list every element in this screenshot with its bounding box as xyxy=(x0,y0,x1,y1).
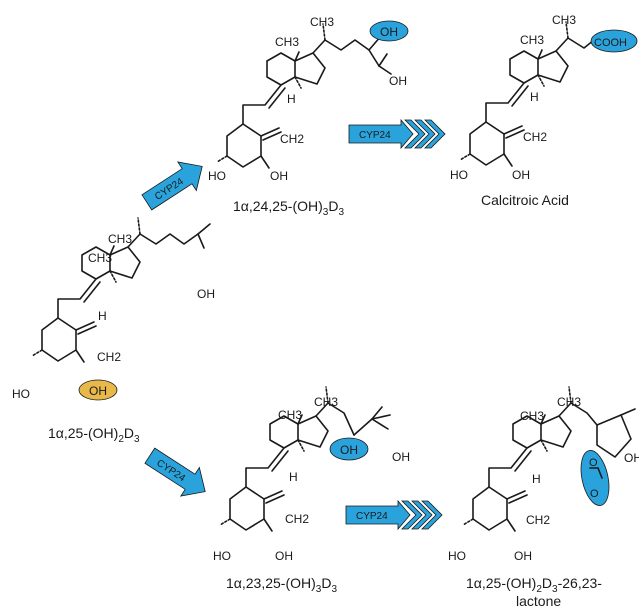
ch3-label: CH3 xyxy=(275,35,299,49)
oh-label: OH xyxy=(197,287,215,301)
ch3-label: CH3 xyxy=(314,395,338,409)
ho-label: HO xyxy=(208,169,226,183)
cooh-label: COOH xyxy=(594,37,627,49)
caption-23-hydroxy: 1α,23,25-(OH)3D3 xyxy=(226,575,337,595)
ho-label: HO xyxy=(213,549,231,563)
oh-label: OH xyxy=(392,450,410,464)
ch3-label: CH3 xyxy=(552,13,576,27)
oh-label: OH xyxy=(270,169,288,183)
oh-label: OH xyxy=(389,74,407,88)
caption-lactone-line2: lactone xyxy=(516,593,561,609)
ch3-label: CH3 xyxy=(557,395,581,409)
oh-label: OH xyxy=(624,451,639,465)
arrow-cyp24-multistep-bottom: CYP24 xyxy=(345,499,443,531)
ho-label: HO xyxy=(12,387,30,401)
ch3-label: CH3 xyxy=(88,251,112,265)
structure-24-hydroxy xyxy=(216,23,392,169)
oh-highlight-orange xyxy=(78,379,118,401)
arrow-cyp24-up: CYP24 xyxy=(141,161,203,211)
lactone-highlight-blue xyxy=(580,450,610,506)
cooh-highlight-blue xyxy=(590,29,638,53)
structure-lactone xyxy=(462,386,636,532)
oh-label: OH xyxy=(275,549,293,563)
caption-lactone: 1α,25-(OH)2D3-26,23- xyxy=(466,575,602,595)
enzyme-label: CYP24 xyxy=(356,511,388,522)
ch2-label: CH2 xyxy=(285,512,309,526)
ch3-label: CH3 xyxy=(278,408,302,422)
ch3-label: CH3 xyxy=(310,15,334,29)
enzyme-label: CYP24 xyxy=(359,130,391,141)
structure-calcitroic-acid xyxy=(459,21,595,167)
oh-highlight-blue xyxy=(329,437,369,461)
h-label: H xyxy=(289,470,298,484)
caption-24-hydroxy: 1α,24,25-(OH)3D3 xyxy=(233,198,344,218)
structure-calcitriol xyxy=(31,217,211,363)
h-label: H xyxy=(287,92,296,106)
oh-label: OH xyxy=(89,384,107,398)
ch2-label: CH2 xyxy=(280,132,304,146)
arrow-cyp24-multistep-top: CYP24 xyxy=(348,118,446,150)
ch3-label: CH3 xyxy=(108,232,132,246)
ch3-label: CH3 xyxy=(520,409,544,423)
ho-label: HO xyxy=(450,168,468,182)
structure-23-hydroxy xyxy=(219,386,391,532)
h-label: H xyxy=(532,472,541,486)
arrow-cyp24-down: CYP24 xyxy=(144,447,206,497)
caption-calcitroic-acid: Calcitroic Acid xyxy=(481,192,569,208)
o-label: O xyxy=(589,457,598,469)
o-label: O xyxy=(590,488,599,500)
lactone-bond-mark xyxy=(589,467,603,479)
ch2-label: CH2 xyxy=(526,513,550,527)
oh-label: OH xyxy=(340,443,358,457)
ho-label: HO xyxy=(448,549,466,563)
ch3-label: CH3 xyxy=(520,33,544,47)
h-label: H xyxy=(530,90,539,104)
caption-calcitriol: 1α,25-(OH)2D3 xyxy=(48,425,140,445)
ch2-label: CH2 xyxy=(523,130,547,144)
oh-label: OH xyxy=(380,25,398,39)
oh-highlight-blue xyxy=(369,20,409,42)
h-label: H xyxy=(98,309,107,323)
oh-label: OH xyxy=(512,168,530,182)
oh-label: OH xyxy=(514,549,532,563)
ch2-label: CH2 xyxy=(97,350,121,364)
